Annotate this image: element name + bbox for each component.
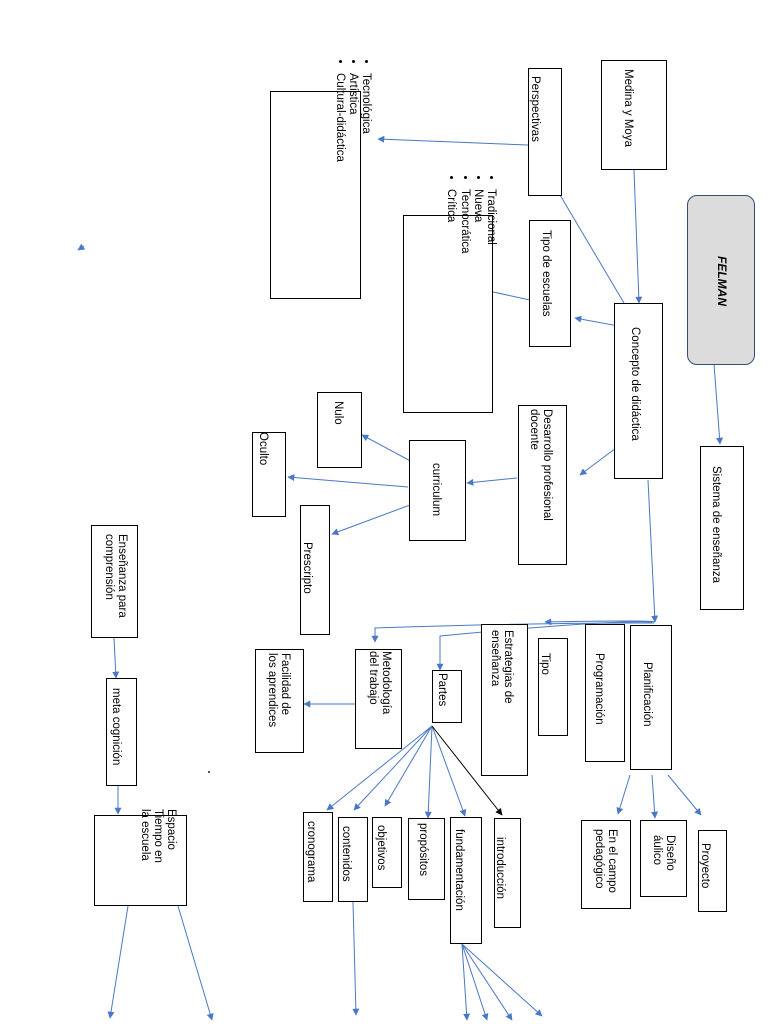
meta-label: meta cognición	[109, 688, 122, 766]
meta-node: meta cognición	[106, 678, 137, 786]
diseno-line: áulico	[650, 834, 663, 865]
facilidad-line: los aprendices	[265, 653, 278, 728]
metodologia-node: Metodología del trabajo	[355, 649, 402, 749]
espacio-node: Espacio Tiempo en la escuela	[94, 809, 187, 906]
diseno-line: Diseño	[663, 834, 676, 871]
campo-label: En el campo pedagógico	[592, 829, 618, 893]
fundamentacion-label: fundamentación	[453, 828, 465, 911]
espacio-line: Tiempo en	[151, 808, 164, 863]
escuela-item: Nueva	[471, 189, 484, 254]
diseno-label: Diseño áulico	[649, 835, 675, 871]
escuela-item: Crítica	[444, 189, 457, 254]
perspectivas-list: Tecnológica Artística Cultural-didáctica	[332, 59, 372, 162]
estrategias-label: Estrategias de enseñanza	[487, 630, 513, 704]
escuelas-list: Tradicional Nueva Tecnocrática Crítica	[444, 175, 497, 254]
metodologia-line: Metodología	[379, 651, 392, 715]
planificacion-node: Planificación	[630, 625, 672, 770]
curriculum-label: curriculum	[429, 462, 442, 516]
desarrollo-line: docente	[527, 409, 540, 450]
prescripto-node: Prescripto	[300, 505, 330, 635]
introduccion-label: introducción	[493, 837, 506, 900]
tipo-node: Tipo	[538, 638, 568, 736]
partes-node: Partes	[432, 670, 462, 723]
objetivos-label: objetivos	[375, 824, 387, 870]
prescripto-label: Prescripto	[301, 542, 313, 594]
contenidos-label: contenidos	[340, 825, 352, 882]
introduccion-node: introducción	[494, 818, 521, 928]
tipo-escuelas-node: Tipo de escuelas	[529, 220, 571, 347]
metodologia-line: del trabajo	[366, 651, 379, 705]
perspectivas-label: Perspectivas	[529, 76, 541, 142]
campo-node: En el campo pedagógico	[581, 820, 631, 909]
perspectiva-item: Artística	[346, 73, 359, 162]
nulo-node: Nulo	[317, 392, 362, 468]
propositos-label: propósitos	[416, 823, 429, 877]
espacio-line: la escuela	[138, 808, 151, 861]
perspectivas-node: Perspectivas	[528, 68, 562, 196]
ensenanza-comp-node: Enseñanza para comprensión	[91, 525, 138, 638]
tipo-label: Tipo	[539, 653, 551, 676]
proyecto-label: Proyecto	[698, 843, 711, 889]
perspectiva-item: Cultural-didáctica	[332, 73, 346, 162]
objetivos-node: objetivos	[372, 817, 402, 888]
estrategias-line: enseñanza	[488, 630, 501, 687]
estrategias-line: Estrategias de	[501, 630, 514, 704]
curriculum-node: curriculum	[409, 440, 466, 541]
ensenanza-comp-line: comprensión	[102, 533, 115, 600]
campo-line: pedagógico	[592, 828, 605, 888]
fundamentacion-node: fundamentación	[450, 817, 482, 944]
desarrollo-label: Desarrollo profesional docente	[526, 409, 552, 521]
ensenanza-comp-line: Enseñanza para	[115, 533, 128, 618]
proyecto-node: Proyecto	[698, 830, 727, 912]
diseno-node: Diseño áulico	[640, 820, 687, 897]
cronograma-node: cronograma	[303, 812, 333, 902]
escuela-item: Tradicional	[484, 189, 497, 254]
stray-dot	[208, 771, 210, 773]
oculto-label: Oculto	[257, 431, 269, 466]
perspectivas-list-node: Tecnológica Artística Cultural-didáctica	[270, 73, 372, 299]
desarrollo-line: Desarrollo profesional	[540, 409, 553, 521]
programacion-node: Programación	[585, 624, 625, 762]
medina-node: Medina y Moya	[601, 60, 667, 170]
perspectiva-item: Tecnológica	[359, 73, 372, 162]
facilidad-label: Facilidad de los aprendices	[264, 653, 290, 727]
tipo-escuelas-label: Tipo de escuelas	[540, 229, 552, 317]
propositos-node: propósitos	[408, 818, 445, 900]
contenidos-node: contenidos	[338, 817, 368, 902]
partes-label: Partes	[436, 672, 448, 706]
programacion-label: Programación	[593, 653, 605, 725]
cronograma-label: cronograma	[305, 821, 317, 883]
estrategias-node: Estrategias de enseñanza	[481, 624, 528, 776]
concepto-label: Concepto de didáctica	[628, 327, 641, 441]
planificacion-label: Planificación	[641, 661, 653, 727]
nulo-label: Nulo	[331, 400, 344, 425]
oculto-node: Oculto	[252, 432, 286, 517]
campo-line: En el campo	[606, 828, 618, 893]
metodologia-label: Metodología del trabajo	[365, 651, 391, 714]
desarrollo-node: Desarrollo profesional docente	[518, 405, 567, 565]
sistema-node: Sistema de enseñanza	[700, 446, 744, 610]
facilidad-node: Facilidad de los aprendices	[255, 649, 304, 753]
espacio-line: Espacio	[165, 808, 178, 850]
medina-label: Medina y Moya	[622, 69, 634, 147]
facilidad-line: Facilidad de	[278, 653, 291, 716]
concepto-node: Concepto de didáctica	[614, 303, 663, 479]
title-node: FELMAN	[687, 195, 755, 365]
ensenanza-comp-label: Enseñanza para comprensión	[101, 534, 127, 618]
espacio-label: Espacio Tiempo en la escuela	[137, 809, 177, 863]
sistema-label: Sistema de enseñanza	[710, 466, 722, 583]
escuela-item: Tecnocrática	[457, 189, 471, 254]
title-text: FELMAN	[715, 256, 729, 306]
escuelas-list-node: Tradicional Nueva Tecnocrática Crítica	[403, 189, 497, 413]
